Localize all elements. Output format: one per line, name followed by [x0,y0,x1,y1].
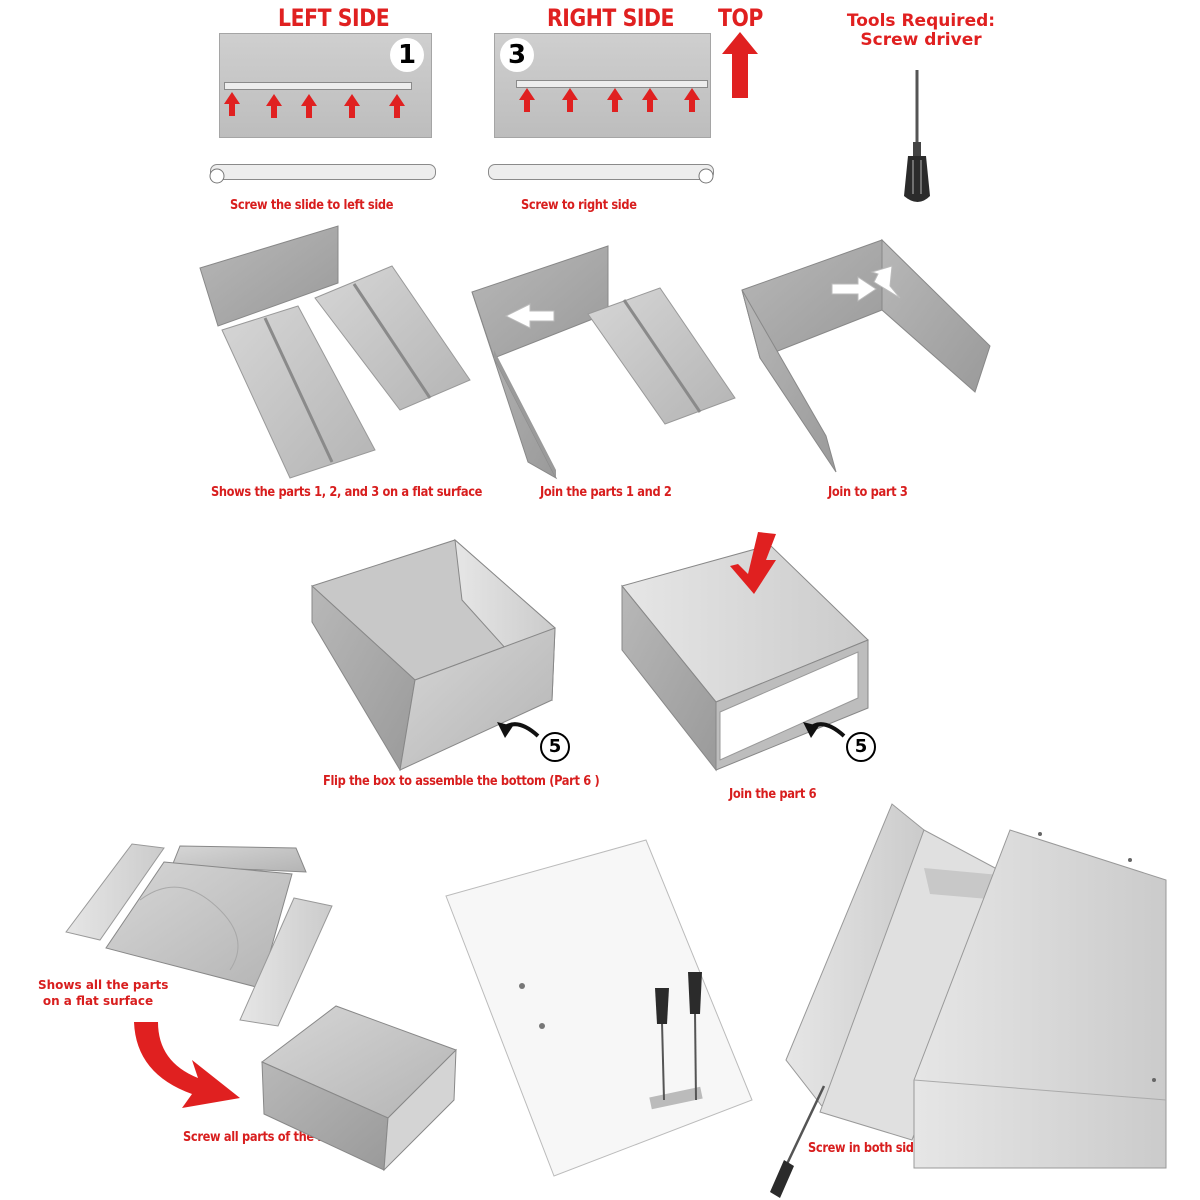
join12-part-2-badge: 2 [531,268,553,290]
tools-required-label: Tools Required: Screw driver [846,12,996,50]
caption-parts-flat: Shows the parts 1, 2, and 3 on a flat su… [211,485,482,500]
tools-required-line1: Tools Required: [846,12,996,31]
join12-part-3-badge: 3 [632,292,654,314]
left-mounted-slide [224,82,412,90]
box-part-3-badge: 3 [456,556,478,578]
caption-brackets-line2: brackets to the [548,1058,638,1074]
right-mounted-slide [516,80,708,88]
caption-screw-box: Screw all parts of the box [183,1130,340,1145]
caption-join-6: Join the part 6 [729,787,816,802]
row2-part-3-badge: 3 [363,277,385,299]
top-part-6-badge: 6 [724,600,750,626]
join6-part-5-badge: 5 [846,732,876,762]
left-side-heading: LEFT SIDE [278,4,389,32]
front-cover-screwdriver-icon [655,972,702,1100]
flip-red-arrow [134,1022,240,1108]
caption-brackets-line3: front cover, we [548,1074,638,1090]
right-drawer-slide [488,164,714,180]
screwdriver-icon [904,70,930,202]
tools-required-line2: Screw driver [846,31,996,50]
front-cover-label: FRONT COVER [551,975,645,991]
right-side-heading: RIGHT SIDE [547,4,674,32]
box-part-2-badge: 2 [373,564,395,586]
join3-part-2-badge: 2 [799,270,821,292]
caption-all-parts-flat: Shows all the parts on a flat surface [38,977,158,1009]
caption-brackets-line5: exact place [548,1106,638,1122]
caption-join-3: Join to part 3 [828,485,908,500]
caption-flip-box: Flip the box to assemble the bottom (Par… [323,774,599,789]
caption-screw-left: Screw the slide to left side [230,198,393,213]
caption-all-parts-line2: on a flat surface [38,993,158,1009]
flip-part-5-badge: 5 [540,732,570,762]
caption-join-1-2: Join the parts 1 and 2 [540,485,672,500]
caption-screw-right: Screw to right side [521,198,637,213]
top-direction-arrow [722,32,758,98]
caption-screw-both: Screw in both sides [808,1141,927,1156]
caption-all-parts-line1: Shows all the parts [38,977,158,993]
join3-part-3-badge: 3 [885,263,907,285]
top-heading: TOP [718,4,763,32]
caption-brackets: Screw the brackets to the front cover, w… [548,1042,638,1122]
left-drawer-slide [210,164,436,180]
caption-brackets-line4: pre-drill in the [548,1090,638,1106]
caption-brackets-line1: Screw the [548,1042,638,1058]
row2-part-1-badge: 1 [234,330,256,352]
part-number-3-badge: 3 [500,38,534,72]
row2-part-2-badge: 2 [258,251,280,273]
part-number-1-badge: 1 [390,38,424,72]
